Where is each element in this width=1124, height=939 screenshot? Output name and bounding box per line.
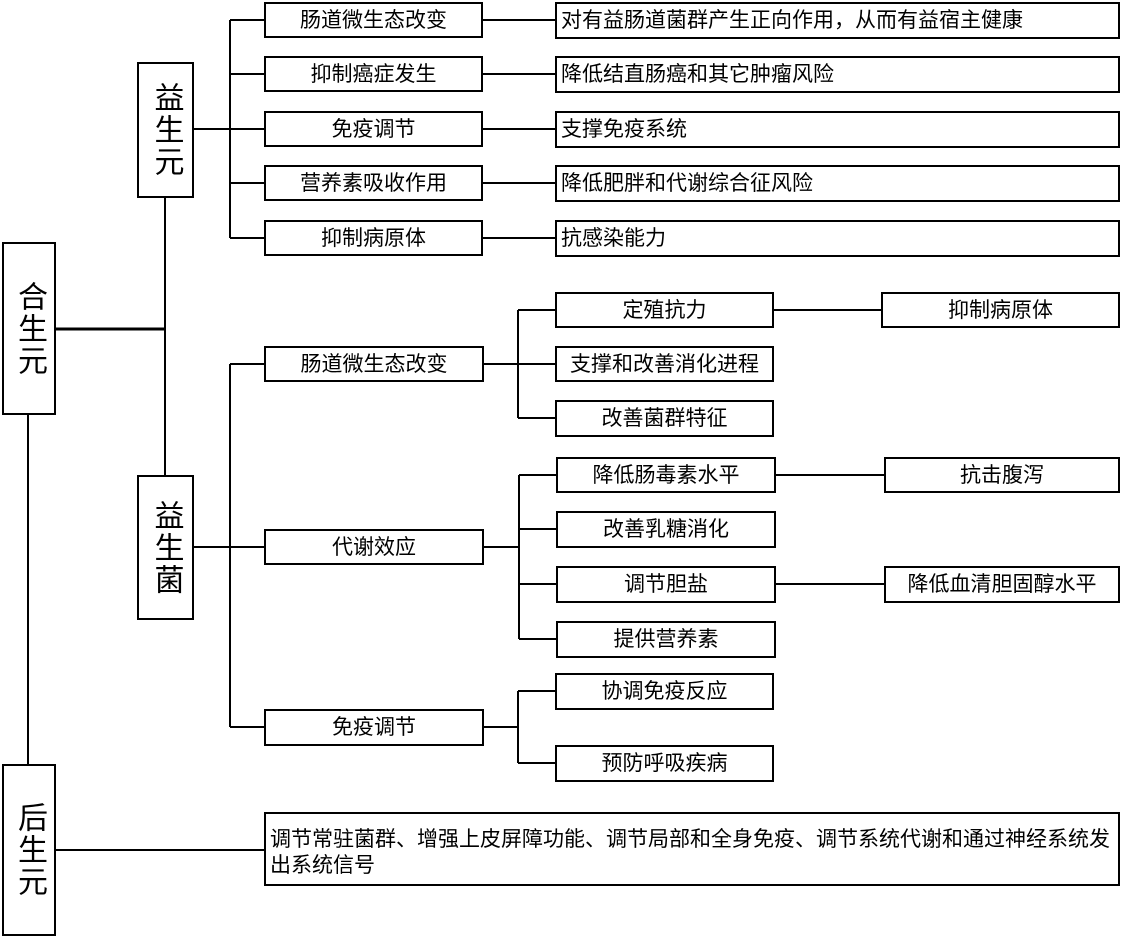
probiotic-effect-gut-microecology: 肠道微生态改变 — [264, 346, 484, 382]
prebiotic-outcome-immune-regulation: 支撑免疫系统 — [555, 111, 1120, 148]
prebiotic-effect-immune-regulation: 免疫调节 — [264, 111, 483, 147]
probiotic-sub-enterotoxin-reduction: 降低肠毒素水平 — [556, 457, 776, 493]
probiotic-effect-immune-regulation: 免疫调节 — [264, 709, 484, 746]
probiotic-sub-colonization-resistance: 定殖抗力 — [555, 292, 774, 328]
prebiotic-effect-nutrient-absorption: 营养素吸收作用 — [264, 165, 483, 201]
probiotic-sub-respiratory-prevention: 预防呼吸疾病 — [555, 745, 774, 782]
prebiotic-label: 益生元 — [148, 82, 184, 178]
category-node-postbiotic: 后生元 — [2, 764, 56, 936]
probiotic-sub-flora-improvement: 改善菌群特征 — [555, 400, 774, 437]
prebiotic-outcome-nutrient-absorption: 降低肥胖和代谢综合征风险 — [555, 165, 1120, 202]
probiotic-label: 益生菌 — [148, 499, 184, 596]
probiotic-sub-lactose-digestion: 改善乳糖消化 — [556, 511, 776, 548]
prebiotic-outcome-pathogen-inhibition: 抗感染能力 — [555, 220, 1120, 257]
probiotic-outcome-anti-diarrhea: 抗击腹泻 — [884, 457, 1120, 493]
postbiotic-label: 后生元 — [12, 802, 47, 898]
probiotic-sub-bile-salt: 调节胆盐 — [556, 566, 776, 603]
prebiotic-outcome-cancer-inhibition: 降低结直肠癌和其它肿瘤风险 — [555, 56, 1120, 93]
prebiotic-effect-gut-microecology: 肠道微生态改变 — [264, 2, 483, 38]
probiotic-sub-immune-coordination: 协调免疫反应 — [555, 673, 774, 710]
postbiotic-outcome: 调节常驻菌群、增强上皮屏障功能、调节局部和全身免疫、调节系统代谢和通过神经系统发… — [264, 812, 1120, 886]
prebiotic-effect-cancer-inhibition: 抑制癌症发生 — [264, 56, 483, 92]
category-node-probiotic: 益生菌 — [137, 475, 194, 620]
probiotic-sub-digestion-support: 支撑和改善消化进程 — [555, 346, 774, 382]
probiotic-sub-nutrient-supply: 提供营养素 — [556, 621, 776, 658]
prebiotic-outcome-gut-microecology: 对有益肠道菌群产生正向作用，从而有益宿主健康 — [555, 2, 1120, 39]
prebiotic-effect-pathogen-inhibition: 抑制病原体 — [264, 220, 483, 256]
category-node-prebiotic: 益生元 — [137, 62, 194, 198]
root-node-synbiotic: 合生元 — [2, 242, 56, 415]
root-label: 合生元 — [12, 280, 47, 377]
probiotic-outcome-pathogen-inhibition: 抑制病原体 — [881, 292, 1120, 328]
probiotic-effect-metabolism: 代谢效应 — [264, 529, 484, 565]
probiotic-outcome-cholesterol-reduction: 降低血清胆固醇水平 — [884, 566, 1120, 603]
